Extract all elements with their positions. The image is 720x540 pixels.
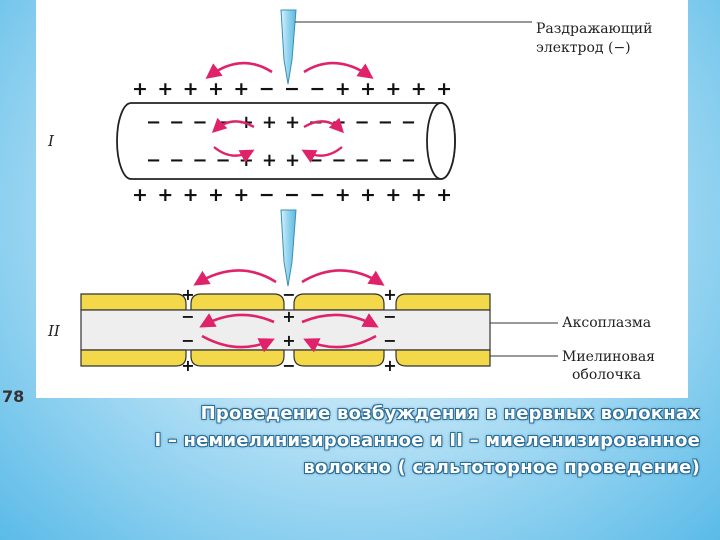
- caption-line-1: Проведение возбуждения в нервных волокна…: [200, 403, 700, 424]
- myelin-sheath-top: [395, 293, 491, 311]
- slide-caption: Проведение возбуждения в нервных волокна…: [60, 400, 700, 481]
- electrode-label-2: электрод (−): [536, 40, 631, 56]
- diagram-figure: Раздражающий электрод (−) + + + + + − − …: [36, 0, 688, 398]
- node-charge: +: [383, 285, 396, 304]
- fiber1-bottom-inside-charges: − − − − + + + − − − − −: [146, 150, 416, 171]
- myelin-sheath-bottom: [293, 349, 385, 367]
- myelin-sheath-top: [80, 293, 187, 311]
- fiber1-bottom-outside-charges: + + + + + − − − + + + + +: [132, 184, 452, 206]
- nerve-conduction-diagram: Раздражающий электрод (−) + + + + + − − …: [47, 9, 655, 383]
- myelin-sheath-top: [293, 293, 385, 311]
- node-charge: −: [181, 331, 194, 350]
- unmyelinated-fiber: Раздражающий электрод (−) + + + + + − − …: [47, 9, 652, 206]
- arrow-current: [211, 117, 255, 133]
- myelin-label-1: Миелиновая: [562, 349, 655, 365]
- node-charge: +: [282, 307, 295, 326]
- node-charge: +: [383, 356, 396, 375]
- myelin-label-2: оболочка: [572, 367, 641, 383]
- axoplasm-label: Аксоплазма: [562, 315, 651, 331]
- corner-mark-text: 78: [2, 387, 24, 406]
- arrow-current: [303, 117, 344, 134]
- node-charge: −: [282, 285, 295, 304]
- corner-mark: 78: [2, 387, 24, 406]
- myelin-sheath-top: [190, 293, 285, 311]
- axoplasm: [80, 309, 491, 351]
- node-charge: −: [383, 331, 396, 350]
- fiber1-tube-end: [426, 102, 456, 180]
- caption-line-3: волокно ( сальтоторное проведение): [303, 457, 700, 478]
- fiber1-top-inside-charges: − − − − + + + − − − − −: [146, 112, 416, 133]
- arrow-current: [301, 146, 343, 163]
- node-charge: +: [181, 285, 194, 304]
- electrode-1: [280, 9, 297, 85]
- fiber1-top-outside-charges: + + + + + − − − + + + + +: [132, 78, 452, 100]
- node-charge: −: [383, 307, 396, 326]
- arrow-current: [213, 146, 255, 163]
- arrow-current: [205, 61, 273, 79]
- node-charge: −: [282, 356, 295, 375]
- electrode-label-1: Раздражающий: [536, 21, 652, 37]
- myelinated-fiber: + − + − + − − + − + − +: [47, 209, 655, 383]
- caption-line-2: I – немиелинизированное и II – миеленизи…: [154, 430, 700, 451]
- arrow-current: [303, 61, 374, 79]
- arrow-current: [201, 334, 275, 353]
- arrow-current: [301, 269, 385, 286]
- myelin-sheath-bottom: [190, 349, 285, 367]
- fiber2-label: II: [47, 322, 61, 340]
- myelin-sheath-bottom: [395, 349, 491, 367]
- arrow-current: [301, 313, 379, 328]
- node-charge: +: [282, 331, 295, 350]
- fiber1-label: I: [47, 132, 55, 150]
- electrode-2: [280, 209, 297, 287]
- arrow-current: [199, 313, 275, 328]
- arrow-current: [193, 269, 277, 286]
- node-charge: +: [181, 356, 194, 375]
- node-charge: −: [181, 307, 194, 326]
- arrow-current: [303, 334, 377, 353]
- myelin-sheath-bottom: [80, 349, 187, 367]
